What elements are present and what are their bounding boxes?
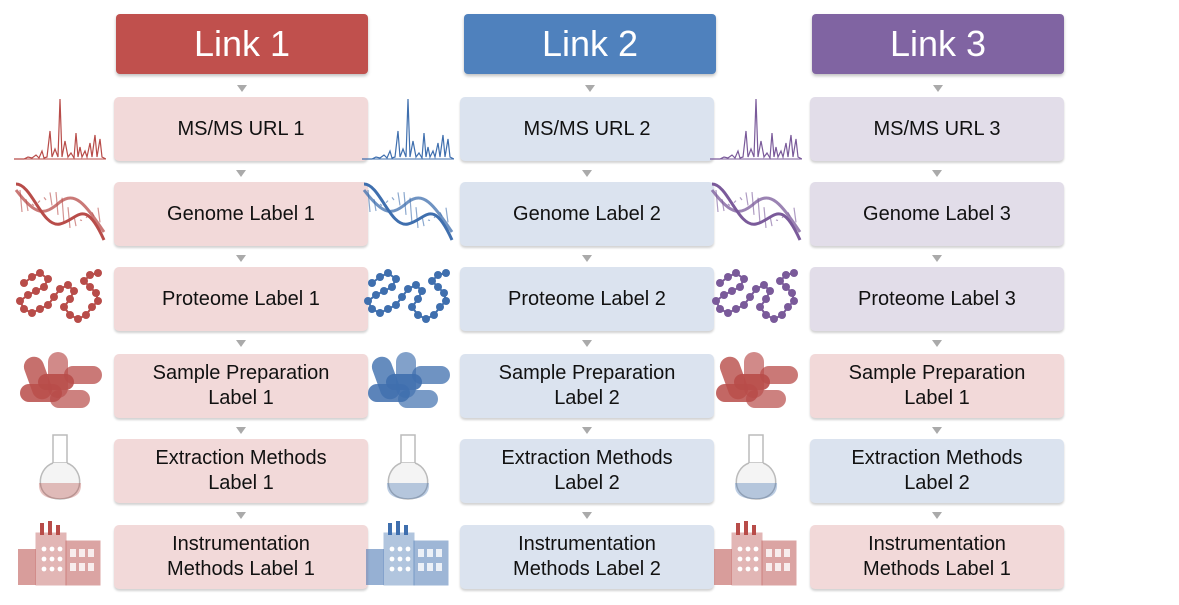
link3-column: Link 3 MS/MS URL 3 Genome Label 3 Proteo… <box>696 0 1064 605</box>
flow-arrow <box>932 427 942 434</box>
box-label: Sample Preparation Label 1 <box>848 362 1026 409</box>
bacteria-cells-icon <box>14 348 106 423</box>
link3-row-1-box[interactable]: MS/MS URL 3 <box>810 97 1064 161</box>
link2-row-5-box[interactable]: Extraction Methods Label 2 <box>460 439 714 503</box>
lab-instrument-icon <box>14 519 106 594</box>
box-label: MS/MS URL 2 <box>523 117 651 140</box>
spectrum-icon <box>362 91 455 166</box>
box-label: Extraction Methods Label 1 <box>155 447 327 494</box>
box-label: Instrumentation Methods Label 1 <box>167 533 315 580</box>
box-label: Proteome Label 2 <box>508 287 666 310</box>
link2-row-3-box[interactable]: Proteome Label 2 <box>460 267 714 331</box>
link2-row-4-box[interactable]: Sample Preparation Label 2 <box>460 354 714 418</box>
lab-instrument-icon <box>710 519 802 594</box>
flow-arrow <box>236 170 246 177</box>
spectrum-icon <box>14 91 107 166</box>
spectrum-icon <box>710 91 803 166</box>
box-label: Extraction Methods Label 2 <box>501 447 673 494</box>
link3-row-3-box[interactable]: Proteome Label 3 <box>810 267 1064 331</box>
flow-arrow <box>582 340 592 347</box>
box-label: Sample Preparation Label 1 <box>152 362 330 409</box>
box-label: Proteome Label 1 <box>162 287 320 310</box>
flow-arrow <box>237 85 247 92</box>
link1-row-6-box[interactable]: Instrumentation Methods Label 1 <box>114 525 368 589</box>
box-label: Genome Label 1 <box>167 202 315 225</box>
link2-header[interactable]: Link 2 <box>464 14 716 74</box>
flow-arrow <box>236 427 246 434</box>
flow-arrow <box>582 170 592 177</box>
flask-icon <box>14 433 106 508</box>
bacteria-cells-icon <box>710 348 802 423</box>
protein-chain-icon <box>14 261 106 336</box>
dna-helix-icon <box>362 176 454 251</box>
bacteria-cells-icon <box>362 348 454 423</box>
dna-helix-icon <box>710 176 802 251</box>
box-label: Genome Label 3 <box>863 202 1011 225</box>
flow-arrow <box>932 340 942 347</box>
protein-chain-icon <box>710 261 802 336</box>
box-label: Sample Preparation Label 2 <box>498 362 676 409</box>
box-label: MS/MS URL 1 <box>177 117 305 140</box>
protein-chain-icon <box>362 261 454 336</box>
flow-arrow <box>236 255 246 262</box>
box-label: Genome Label 2 <box>513 202 661 225</box>
flow-arrow <box>236 340 246 347</box>
link1-row-4-box[interactable]: Sample Preparation Label 1 <box>114 354 368 418</box>
flask-icon <box>710 433 802 508</box>
link3-header[interactable]: Link 3 <box>812 14 1064 74</box>
flow-arrow <box>932 170 942 177</box>
flow-arrow <box>932 255 942 262</box>
link3-row-5-box[interactable]: Extraction Methods Label 2 <box>810 439 1064 503</box>
link3-row-4-box[interactable]: Sample Preparation Label 1 <box>810 354 1064 418</box>
link1-header[interactable]: Link 1 <box>116 14 368 74</box>
box-label: MS/MS URL 3 <box>873 117 1001 140</box>
dna-helix-icon <box>14 176 106 251</box>
link3-row-6-box[interactable]: Instrumentation Methods Label 1 <box>810 525 1064 589</box>
lab-instrument-icon <box>362 519 454 594</box>
link1-row-5-box[interactable]: Extraction Methods Label 1 <box>114 439 368 503</box>
link1-column: Link 1 MS/MS URL 1 Genome Label 1 Proteo… <box>0 0 368 605</box>
link3-row-2-box[interactable]: Genome Label 3 <box>810 182 1064 246</box>
box-label: Instrumentation Methods Label 2 <box>513 533 661 580</box>
flow-arrow <box>932 512 942 519</box>
link2-row-6-box[interactable]: Instrumentation Methods Label 2 <box>460 525 714 589</box>
flow-arrow <box>582 255 592 262</box>
flow-arrow <box>582 427 592 434</box>
flow-arrow <box>236 512 246 519</box>
link2-row-2-box[interactable]: Genome Label 2 <box>460 182 714 246</box>
link1-row-1-box[interactable]: MS/MS URL 1 <box>114 97 368 161</box>
flow-arrow <box>585 85 595 92</box>
flow-arrow <box>933 85 943 92</box>
box-label: Extraction Methods Label 2 <box>851 447 1023 494</box>
flow-arrow <box>582 512 592 519</box>
link2-column: Link 2 MS/MS URL 2 Genome Label 2 Proteo… <box>348 0 716 605</box>
link1-row-3-box[interactable]: Proteome Label 1 <box>114 267 368 331</box>
link2-row-1-box[interactable]: MS/MS URL 2 <box>460 97 714 161</box>
link1-row-2-box[interactable]: Genome Label 1 <box>114 182 368 246</box>
flask-icon <box>362 433 454 508</box>
box-label: Instrumentation Methods Label 1 <box>863 533 1011 580</box>
box-label: Proteome Label 3 <box>858 287 1016 310</box>
